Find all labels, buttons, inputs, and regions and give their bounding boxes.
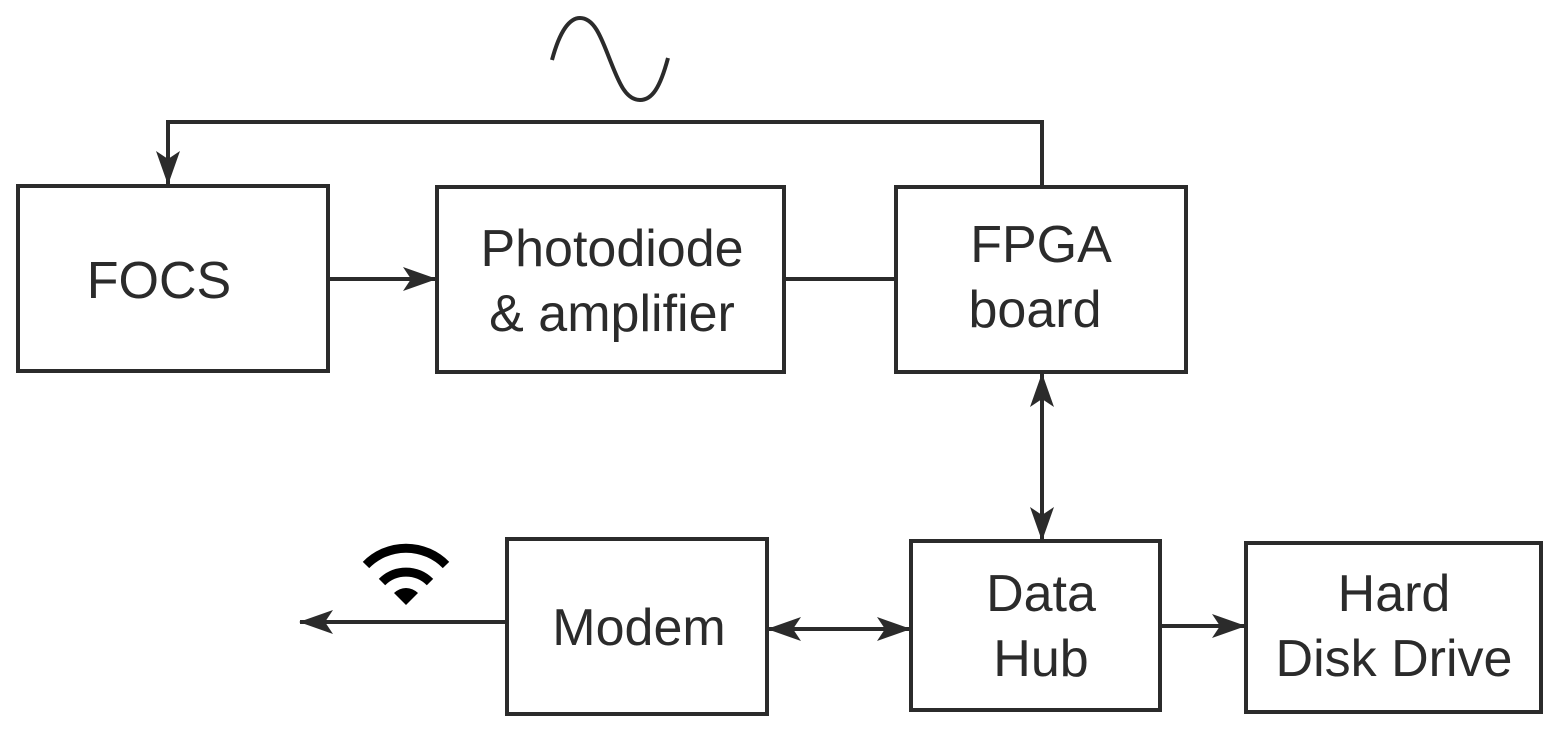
block-label: board: [969, 281, 1102, 339]
wifi-icon: [362, 543, 450, 605]
block-label: Hard: [1338, 565, 1451, 623]
block-label: Data: [986, 565, 1096, 623]
block-label: Photodiode: [480, 220, 743, 278]
block-focs: FOCS: [16, 184, 330, 373]
block-label: Hub: [993, 630, 1088, 688]
block-modem: Modem: [505, 537, 769, 716]
block-hard-disk-drive: Hard Disk Drive: [1244, 541, 1543, 714]
feedback-arrow-fpga-to-focs: [156, 120, 1044, 186]
block-label: FPGA: [970, 216, 1112, 274]
block-label: Disk Drive: [1276, 630, 1513, 688]
block-photodiode-amplifier: Photodiode & amplifier: [435, 185, 786, 374]
block-label: Modem: [552, 599, 725, 657]
block-data-hub: Data Hub: [909, 539, 1162, 712]
block-fpga-board: FPGA board: [894, 185, 1188, 374]
block-label: FOCS: [87, 252, 231, 310]
sine-wave-icon: [550, 15, 670, 103]
block-label: & amplifier: [489, 285, 735, 343]
